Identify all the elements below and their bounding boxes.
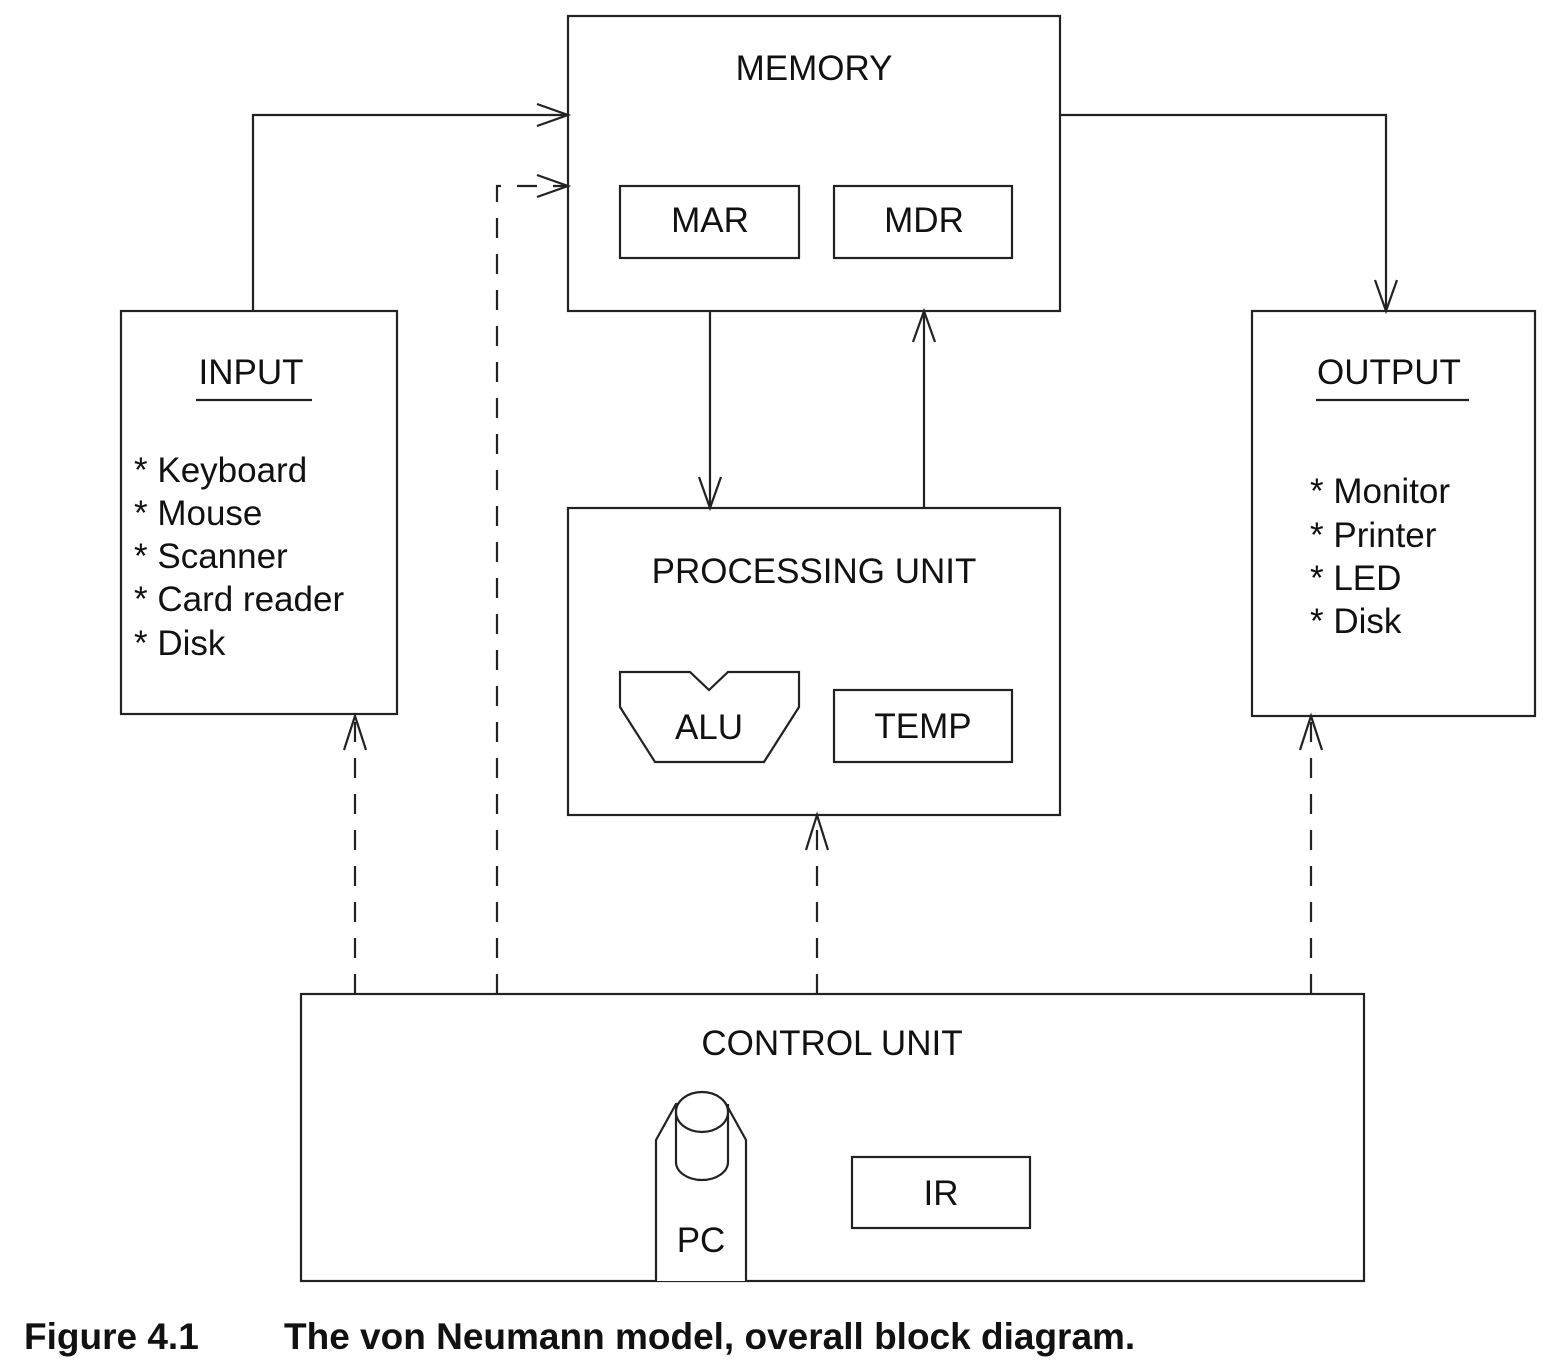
pc-label: PC: [677, 1221, 726, 1260]
input-item: * Keyboard: [134, 451, 307, 490]
mar-label: MAR: [671, 201, 749, 240]
memory-to-processing-arrow: [697, 311, 723, 512]
control-to-processing-signal: [804, 811, 830, 994]
output-title: OUTPUT: [1317, 353, 1461, 392]
input-title: INPUT: [199, 353, 304, 392]
mar-register: MAR: [618, 184, 801, 260]
memory-block: MEMORY MAR MDR: [566, 14, 1062, 313]
output-block: OUTPUT * Monitor * Printer * LED * Disk: [1250, 309, 1537, 718]
memory-to-output-arrow: [1060, 113, 1399, 315]
control-unit-title: CONTROL UNIT: [701, 1024, 962, 1063]
control-unit-block: CONTROL UNIT PC IR: [299, 992, 1366, 1283]
output-item: * Monitor: [1310, 472, 1450, 511]
figure-caption: Figure 4.1 The von Neumann model, overall…: [24, 1316, 1135, 1358]
processing-to-memory-arrow: [911, 307, 937, 508]
alu-shape: ALU: [618, 670, 801, 764]
pc-shape: PC: [654, 1090, 748, 1281]
figure-title: The von Neumann model, overall block dia…: [284, 1316, 1136, 1357]
input-item: * Card reader: [134, 580, 344, 619]
ir-label: IR: [924, 1174, 959, 1213]
temp-register: TEMP: [832, 688, 1014, 764]
input-to-memory-arrow: [251, 102, 572, 311]
temp-label: TEMP: [874, 707, 971, 746]
input-block: INPUT * Keyboard * Mouse * Scanner * Car…: [119, 309, 399, 716]
input-item: * Disk: [134, 624, 226, 663]
ir-register: IR: [850, 1155, 1032, 1230]
control-to-output-signal: [1298, 712, 1324, 994]
input-item: * Mouse: [134, 494, 262, 533]
memory-title: MEMORY: [736, 49, 893, 88]
alu-label: ALU: [675, 708, 743, 747]
processing-unit-block: PROCESSING UNIT ALU TEMP: [566, 506, 1062, 817]
mdr-register: MDR: [832, 184, 1014, 260]
control-to-input-signal: [342, 712, 368, 994]
output-item: * Disk: [1310, 602, 1402, 641]
control-to-memory-signal: [495, 173, 572, 994]
output-item: * LED: [1310, 559, 1401, 598]
mdr-label: MDR: [884, 201, 964, 240]
input-item: * Scanner: [134, 537, 288, 576]
figure-number: Figure 4.1: [24, 1316, 199, 1357]
processing-unit-title: PROCESSING UNIT: [652, 552, 977, 591]
output-item: * Printer: [1310, 516, 1437, 555]
